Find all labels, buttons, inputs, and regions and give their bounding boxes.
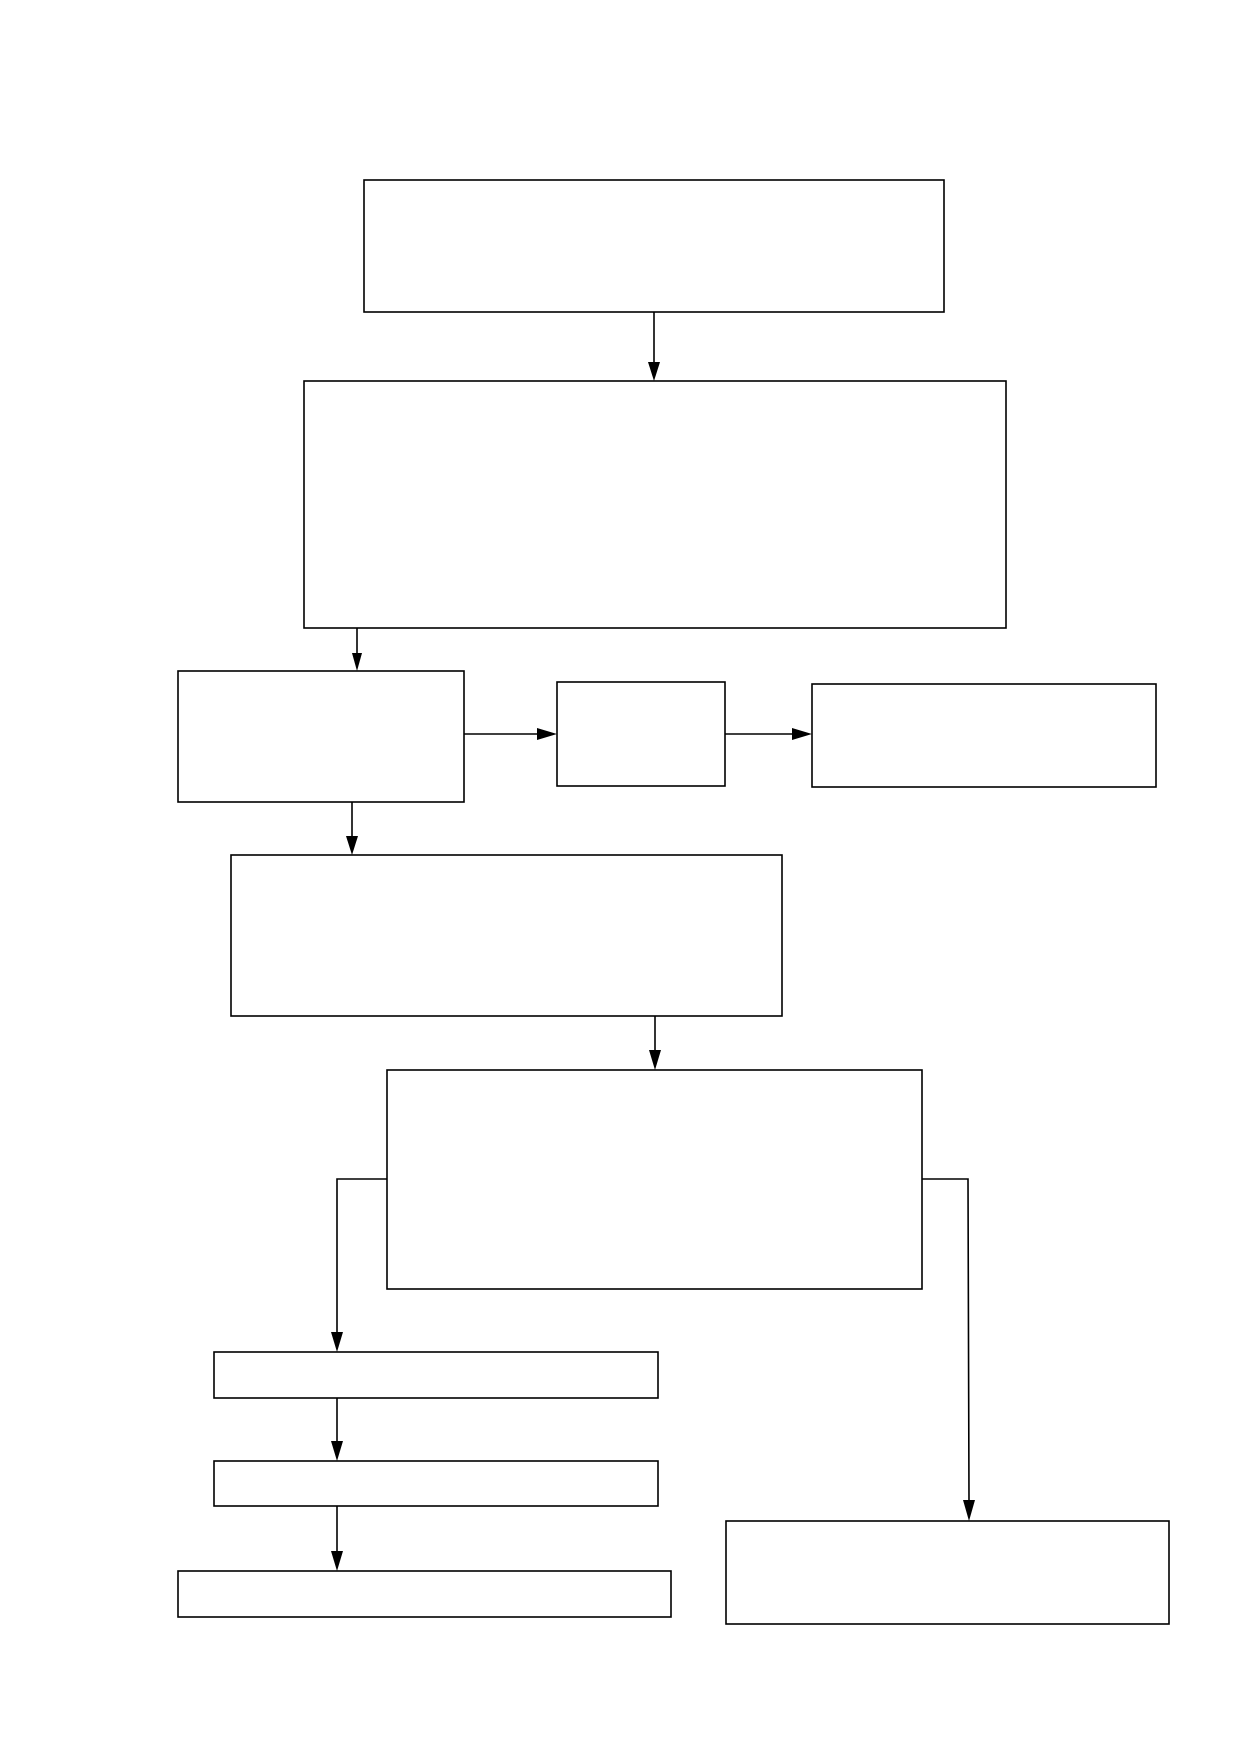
- arrow-box6-to-box7: [649, 1016, 661, 1070]
- box-6: [230, 854, 783, 1017]
- arrow-box8-to-box9: [331, 1398, 343, 1461]
- arrow-box3-to-box4: [464, 728, 557, 740]
- arrow-box7-to-box11: [922, 1178, 975, 1521]
- box-11: [725, 1520, 1170, 1625]
- arrow-box9-to-box10: [331, 1506, 343, 1571]
- arrow-box7-to-box8: [331, 1178, 387, 1352]
- box-2: [303, 380, 1007, 629]
- box-1: [363, 179, 945, 313]
- arrow-box1-to-box2: [648, 312, 660, 381]
- arrow-box2-to-box3: [352, 628, 362, 671]
- arrow-box3-to-box6: [346, 802, 358, 855]
- box-8: [213, 1351, 659, 1399]
- box-7: [386, 1069, 923, 1290]
- box-10: [177, 1570, 672, 1618]
- box-3: [177, 670, 465, 803]
- box-9: [213, 1460, 659, 1507]
- arrow-box4-to-box5: [725, 728, 812, 740]
- box-5: [811, 683, 1157, 788]
- box-4: [556, 681, 726, 787]
